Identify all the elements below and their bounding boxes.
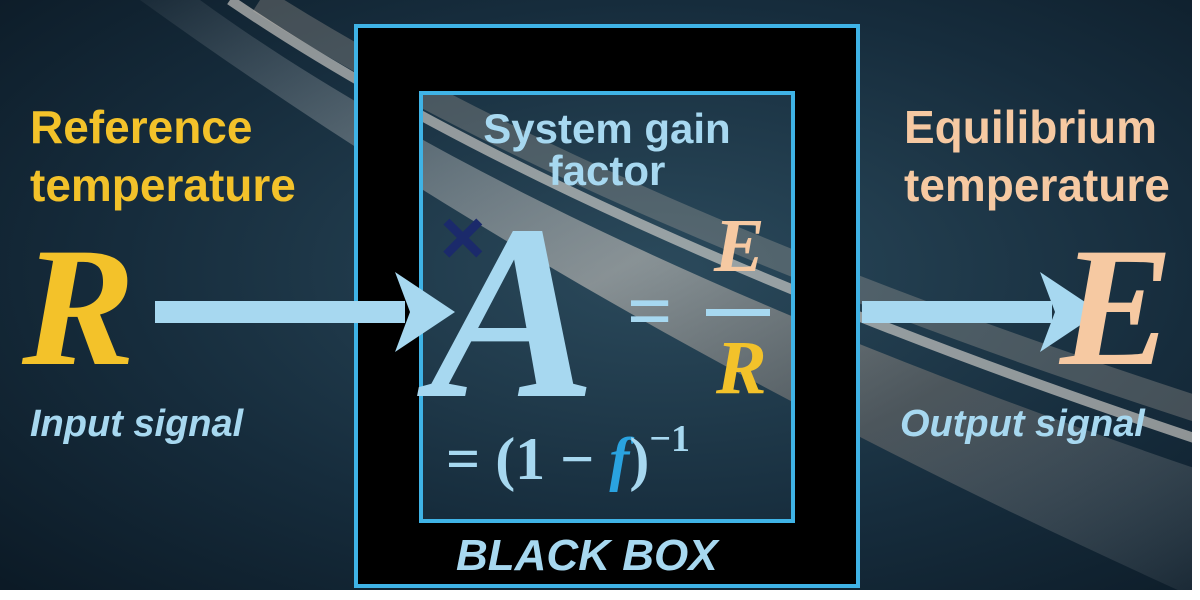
gain-symbol-a: A	[430, 174, 597, 451]
reference-symbol-r: R	[22, 213, 136, 401]
equilibrium-label-line2: temperature	[904, 159, 1170, 211]
reference-label-line1: Reference	[30, 101, 253, 153]
formula-suffix: )	[629, 426, 650, 492]
output-signal-label: Output signal	[900, 403, 1145, 445]
formula-exponent: −1	[649, 418, 690, 460]
reference-label-line2: temperature	[30, 159, 296, 211]
input-arrow	[155, 272, 455, 352]
black-box-caption: BLACK BOX	[456, 531, 718, 580]
formula-variable-f: f	[609, 426, 630, 492]
system-gain-label-line1: System gain	[483, 105, 731, 152]
equilibrium-label-line1: Equilibrium	[904, 101, 1157, 153]
fraction-denominator-r: R	[716, 326, 767, 410]
equilibrium-symbol-e: E	[1060, 213, 1174, 401]
gain-equals-sign: =	[627, 268, 673, 356]
fraction-numerator-e: E	[714, 204, 765, 288]
multiply-symbol: ×	[440, 193, 486, 281]
output-arrow	[862, 272, 1100, 352]
input-signal-label: Input signal	[30, 403, 244, 445]
system-gain-label-line2: factor	[548, 147, 666, 194]
formula-row: = (1 − f)−1	[446, 420, 690, 489]
formula-prefix: = (1 −	[446, 426, 595, 492]
